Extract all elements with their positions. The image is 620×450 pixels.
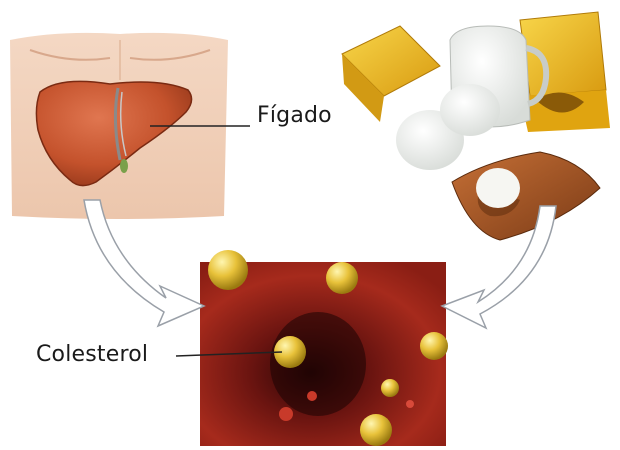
cholesterol-droplet (420, 332, 448, 360)
dairy-foods-image (342, 12, 610, 240)
cholesterol-droplet (326, 262, 358, 294)
curved-arrow-left (84, 200, 204, 326)
cholesterol-label: Colesterol (36, 342, 148, 367)
artery-with-cholesterol-image (176, 250, 448, 446)
torso-with-liver-image (10, 33, 250, 219)
cholesterol-droplet (208, 250, 248, 290)
cholesterol-droplet (381, 379, 399, 397)
cholesterol-droplet (360, 414, 392, 446)
liver-label: Fígado (257, 103, 332, 128)
